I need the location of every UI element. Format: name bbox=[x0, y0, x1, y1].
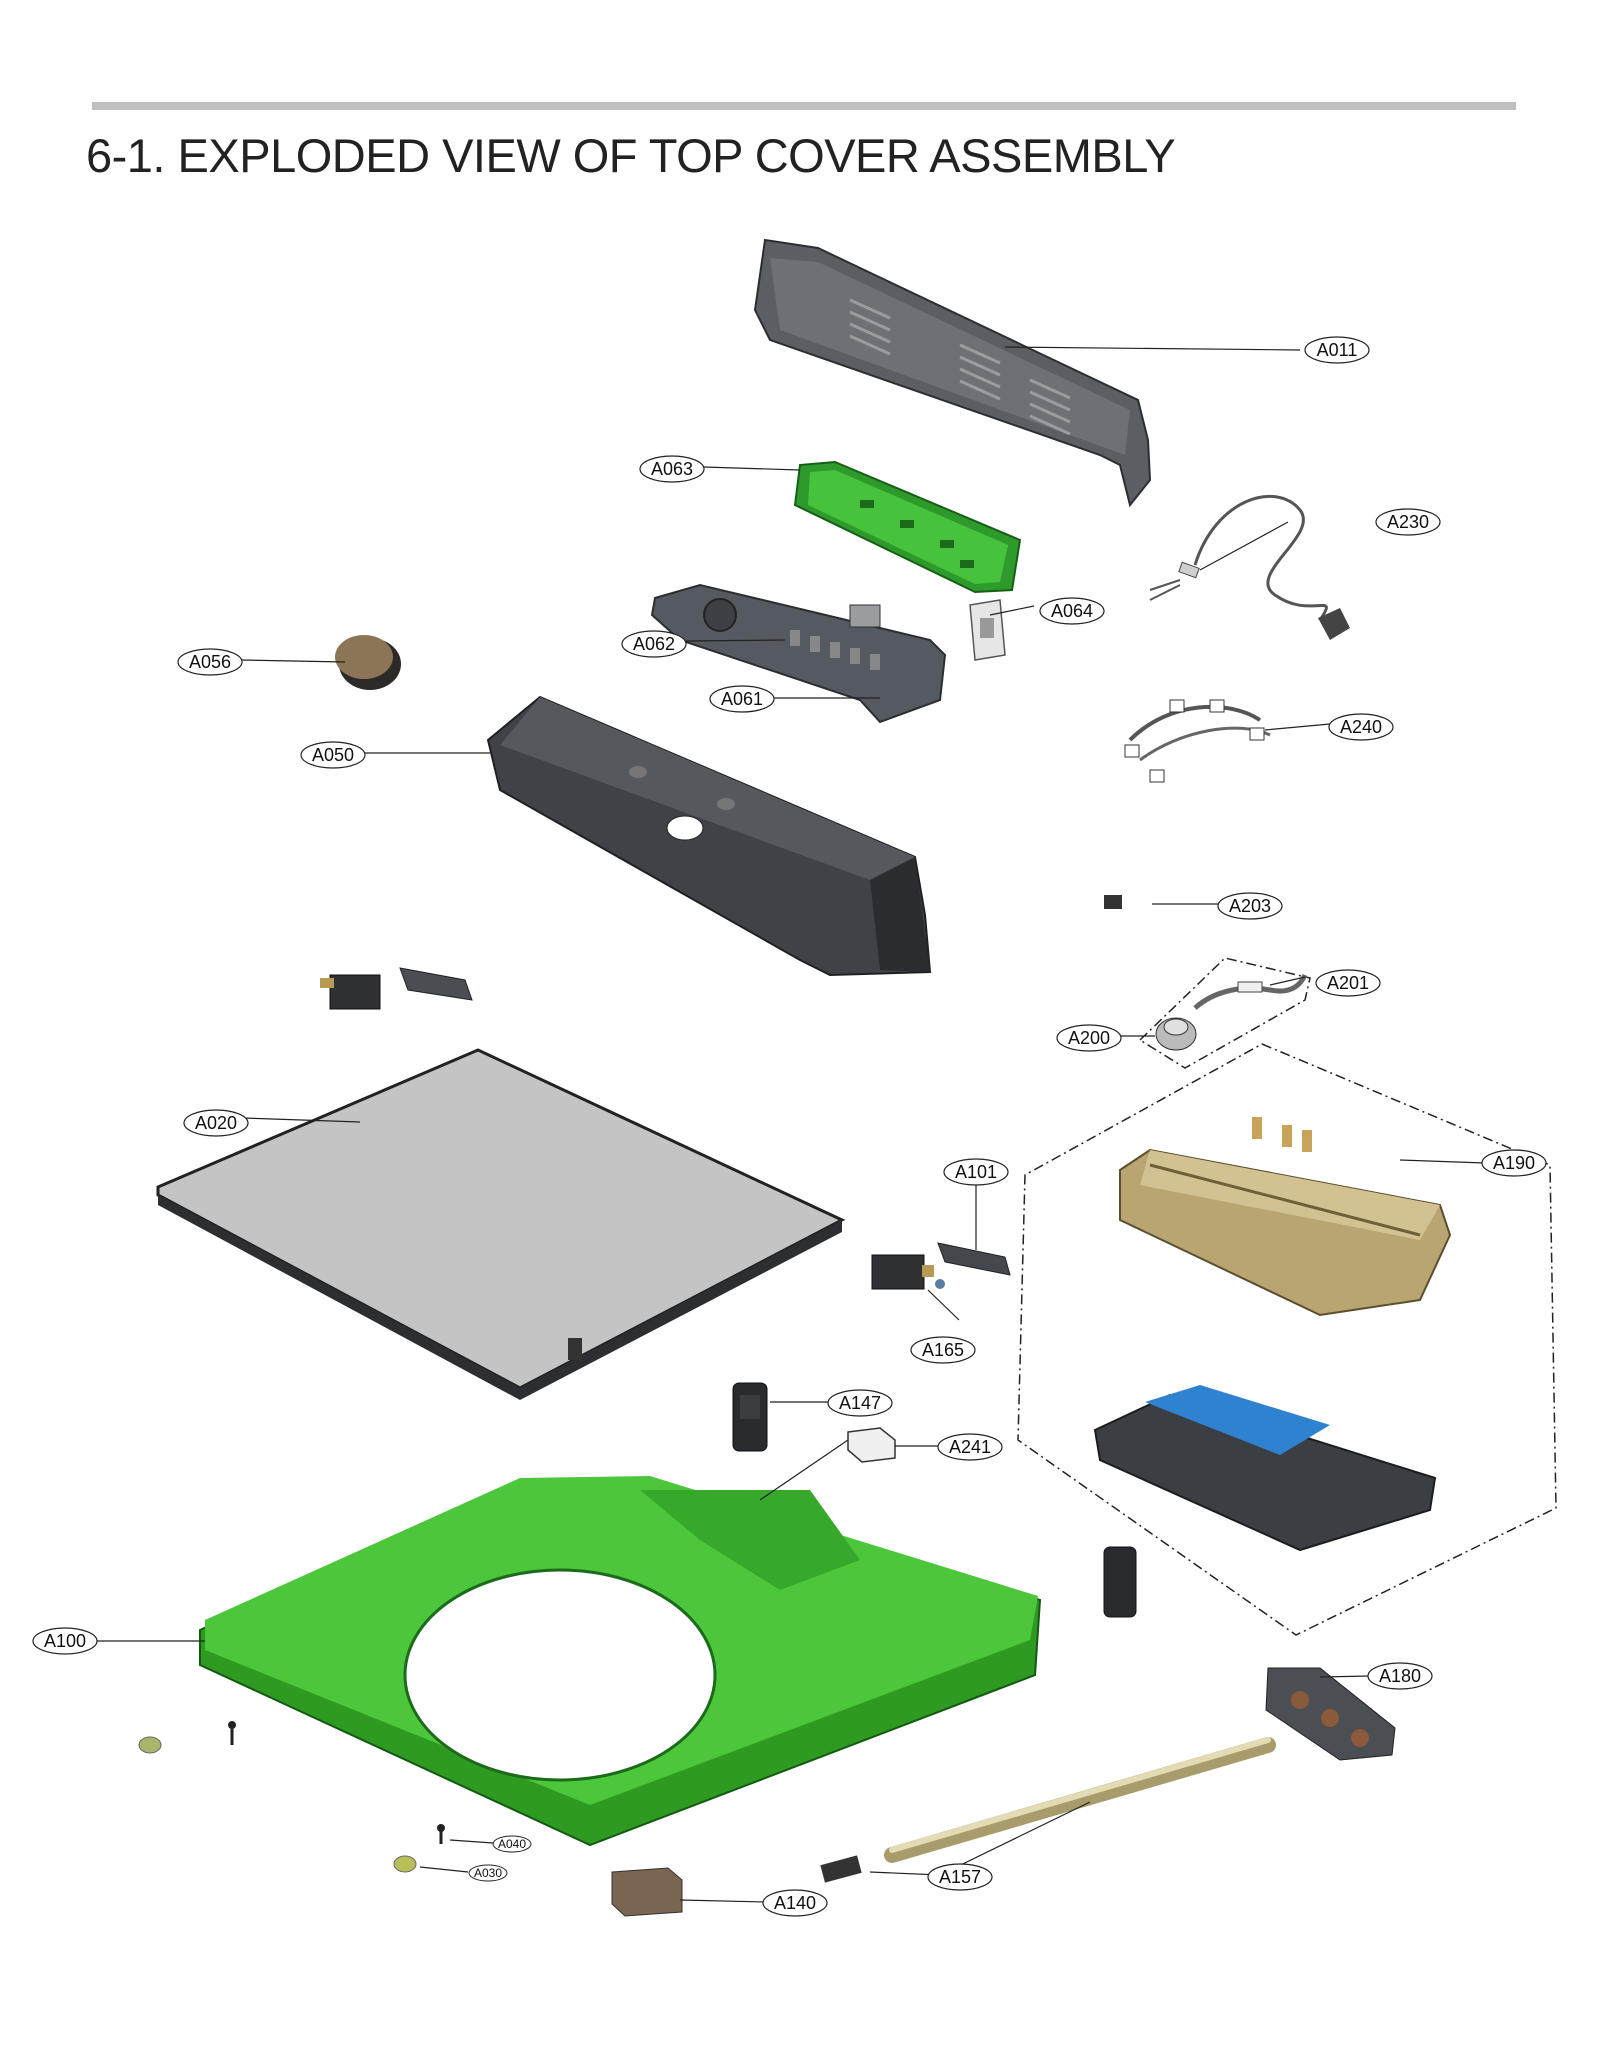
label-a056: A056 bbox=[177, 648, 243, 676]
part-a100-top-frame bbox=[199, 1476, 1042, 1847]
label-a180-text: A180 bbox=[1379, 1666, 1421, 1686]
label-a157-text: A157 bbox=[939, 1867, 981, 1887]
part-bumper-left bbox=[138, 1736, 162, 1754]
part-a050-panel-cover bbox=[486, 695, 932, 977]
part-door-switch-left bbox=[320, 967, 473, 1010]
label-a100-text: A100 bbox=[44, 1631, 86, 1651]
label-a011: A011 bbox=[1304, 336, 1370, 364]
part-a201-hose bbox=[1193, 973, 1308, 1010]
page-title: 6-1. EXPLODED VIEW OF TOP COVER ASSEMBLY bbox=[86, 129, 1176, 182]
label-a241: A241 bbox=[937, 1433, 1003, 1461]
part-a040-screw bbox=[437, 1824, 445, 1844]
label-a190-text: A190 bbox=[1493, 1153, 1535, 1173]
part-a140-module bbox=[611, 1867, 683, 1917]
label-a240: A240 bbox=[1328, 713, 1394, 741]
label-a062-text: A062 bbox=[633, 634, 675, 654]
label-a011-text: A011 bbox=[1317, 340, 1358, 360]
part-a230-power-cord bbox=[1149, 494, 1350, 640]
part-a030-bumper bbox=[393, 1855, 417, 1873]
top-rule bbox=[92, 102, 1516, 110]
part-a011-rear-panel bbox=[753, 238, 1152, 508]
label-a063: A063 bbox=[639, 455, 705, 483]
label-a100: A100 bbox=[32, 1627, 98, 1655]
part-a203-sensor bbox=[1104, 895, 1122, 909]
label-a030-text: A030 bbox=[474, 1866, 502, 1880]
label-a165-text: A165 bbox=[922, 1340, 964, 1360]
label-a050: A050 bbox=[300, 741, 366, 769]
label-a200: A200 bbox=[1056, 1024, 1122, 1052]
label-a064-text: A064 bbox=[1051, 601, 1093, 621]
label-a101-text: A101 bbox=[955, 1162, 997, 1182]
label-a061: A061 bbox=[709, 685, 775, 713]
label-a230: A230 bbox=[1375, 508, 1441, 536]
label-a190: A190 bbox=[1481, 1149, 1547, 1177]
part-a241-box bbox=[847, 1427, 896, 1463]
part-a180-valve bbox=[1265, 1667, 1396, 1761]
part-a064-card bbox=[969, 599, 1006, 661]
part-a240-wire-harness bbox=[1124, 699, 1271, 783]
label-a201: A201 bbox=[1315, 969, 1381, 997]
label-a063-text: A063 bbox=[651, 459, 693, 479]
label-a020: A020 bbox=[183, 1109, 249, 1137]
label-a064: A064 bbox=[1039, 597, 1105, 625]
label-a203: A203 bbox=[1217, 892, 1283, 920]
label-a061-text: A061 bbox=[721, 689, 763, 709]
part-a020-lid bbox=[156, 1048, 846, 1400]
part-screw-left bbox=[228, 1721, 236, 1745]
label-a180: A180 bbox=[1367, 1662, 1433, 1690]
part-a157-hose bbox=[820, 1737, 1276, 1883]
part-a200-pressure-switch bbox=[1138, 957, 1311, 1069]
label-a040: A040 bbox=[492, 1835, 532, 1853]
label-a240-text: A240 bbox=[1340, 717, 1382, 737]
label-a230-text: A230 bbox=[1387, 512, 1429, 532]
label-a140: A140 bbox=[762, 1889, 828, 1917]
part-a056-knob bbox=[335, 635, 401, 690]
label-a101: A101 bbox=[943, 1158, 1009, 1186]
part-a147-hinge bbox=[732, 1382, 768, 1452]
label-a140-text: A140 bbox=[774, 1893, 816, 1913]
label-a201-text: A201 bbox=[1327, 973, 1369, 993]
label-a203-text: A203 bbox=[1229, 896, 1271, 916]
label-a030: A030 bbox=[468, 1864, 508, 1882]
label-a056-text: A056 bbox=[189, 652, 231, 672]
label-a050-text: A050 bbox=[312, 745, 354, 765]
label-a147: A147 bbox=[827, 1389, 893, 1417]
part-a165-switch bbox=[871, 1254, 945, 1290]
label-a157: A157 bbox=[927, 1863, 993, 1891]
part-a101-cover bbox=[937, 1242, 1011, 1276]
label-a165: A165 bbox=[910, 1336, 976, 1364]
label-a241-text: A241 bbox=[949, 1437, 991, 1457]
label-a040-text: A040 bbox=[498, 1837, 526, 1851]
label-a062: A062 bbox=[621, 630, 687, 658]
label-a200-text: A200 bbox=[1068, 1028, 1110, 1048]
part-a190-dispenser bbox=[1017, 1043, 1557, 1636]
label-a020-text: A020 bbox=[195, 1113, 237, 1133]
leader-lines bbox=[94, 346, 1486, 1903]
label-a147-text: A147 bbox=[839, 1393, 881, 1413]
part-a062-control-frame bbox=[650, 583, 947, 724]
part-a063-pcb-housing bbox=[793, 460, 1022, 594]
part-hinge-right bbox=[1103, 1546, 1137, 1618]
